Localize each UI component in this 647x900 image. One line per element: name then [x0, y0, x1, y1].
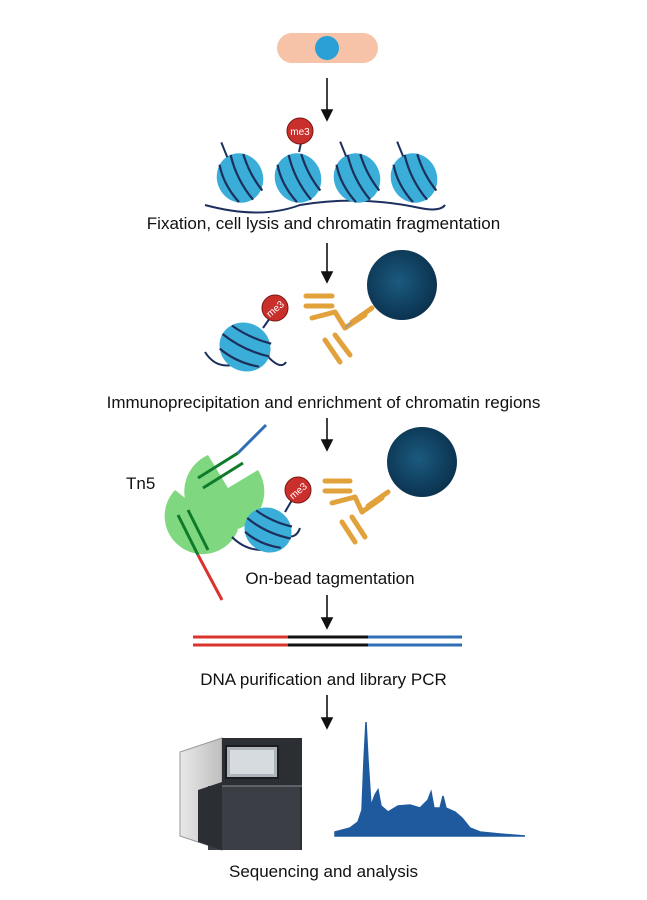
step-label-fixation: Fixation, cell lysis and chromatin fragm…: [146, 214, 501, 233]
me3-mark-icon: me3: [284, 476, 312, 504]
tagmentation-complex: me3: [164, 423, 457, 601]
coverage-peaks-chart: [334, 721, 526, 837]
nucleosome-icon: [216, 142, 264, 203]
magnetic-bead-icon: [367, 250, 437, 320]
step-label-sequencing: Sequencing and analysis: [228, 862, 419, 881]
nucleosome-icon: [274, 153, 322, 203]
tn5-label: Tn5: [126, 474, 156, 493]
cell-icon: [277, 33, 378, 63]
step-label-purification: DNA purification and library PCR: [200, 670, 447, 689]
me3-mark-icon: me3: [286, 117, 314, 145]
me3-mark-icon: me3: [261, 294, 289, 322]
nucleosome-icon: [219, 322, 272, 372]
tn5-enzyme-icon: [164, 423, 268, 601]
sequencer-icon: [179, 737, 302, 851]
ip-complex: me3: [204, 250, 437, 372]
nucleosome-icon: [244, 507, 293, 553]
antibody-icon: [303, 293, 375, 365]
step-label-immunoprecipitation: Immunoprecipitation and enrichment of ch…: [106, 393, 541, 412]
dna-fragment-icon: [193, 635, 462, 647]
nucleosome-icon: [333, 141, 381, 203]
flow-arrows: [320, 78, 334, 730]
step-label-tagmentation: On-bead tagmentation: [245, 569, 415, 588]
antibody-icon: [322, 478, 391, 545]
nucleosome-row: me3: [204, 117, 446, 214]
me3-label: me3: [290, 127, 310, 138]
nucleosome-icon: [390, 141, 438, 203]
magnetic-bead-icon: [387, 427, 457, 497]
